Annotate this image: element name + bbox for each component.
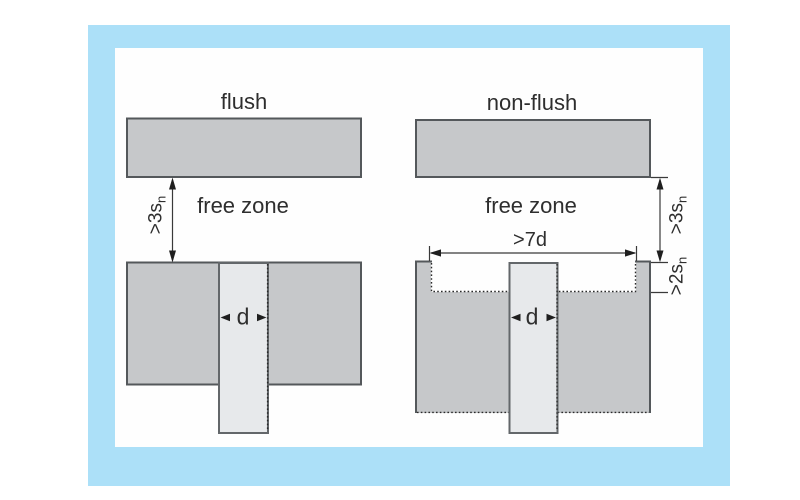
clearance-label-left-main: >3s [145, 203, 167, 235]
clearance-label-left-sub: n [153, 195, 169, 204]
clearance-label-right-main: >3s [666, 203, 688, 235]
recess-depth-label: >2sn [666, 256, 690, 296]
recess-width-label: >7d [513, 229, 547, 251]
diameter-label-right: d [525, 303, 539, 330]
recess-depth-label-sub: n [674, 256, 690, 265]
diameter-label-left: d [236, 303, 250, 330]
clearance-label-left: >3sn [145, 195, 169, 235]
free-zone-label-left: free zone [197, 193, 289, 218]
title-non-flush: non-flush [486, 90, 578, 115]
clearance-label-right-sub: n [674, 195, 690, 204]
recess-depth-label-main: >2s [666, 264, 688, 296]
clearance-label-right: >3sn [666, 195, 690, 235]
free-zone-label-right: free zone [485, 193, 577, 218]
title-flush: flush [220, 89, 268, 114]
diagram-panel [115, 48, 703, 447]
